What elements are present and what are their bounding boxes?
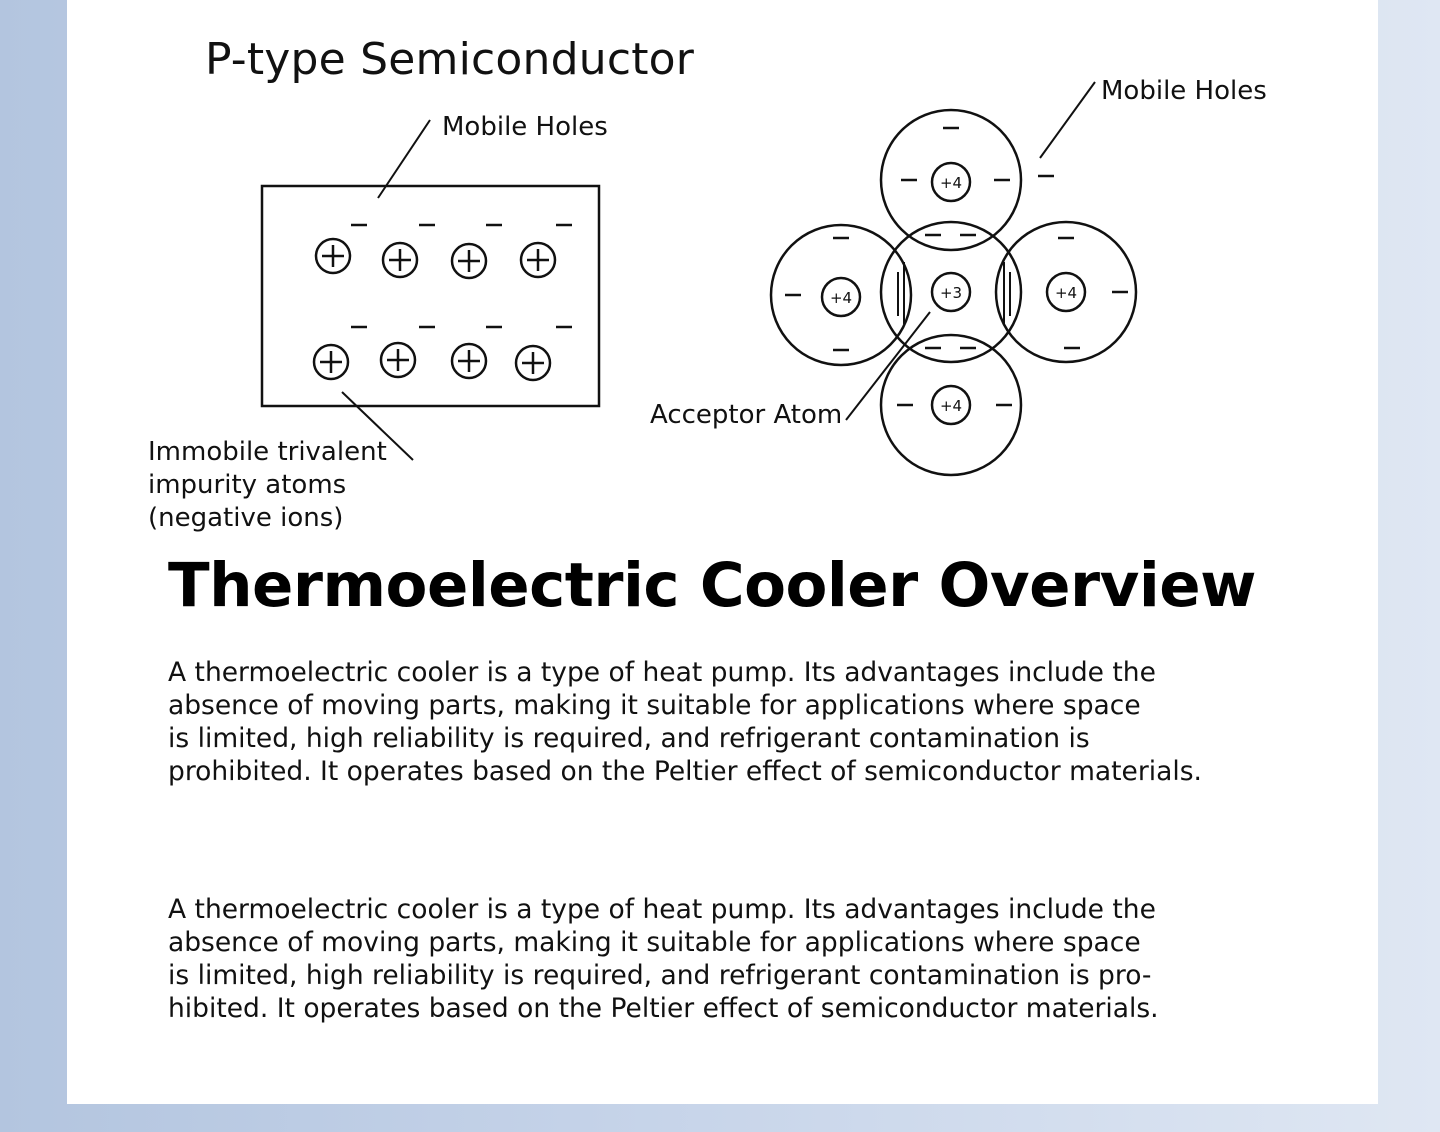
atom-shell-bottom	[879, 333, 1023, 477]
immobile-ion-icon	[312, 343, 350, 381]
p-type-diagram: +4 +4 +3 +4 +4	[260, 81, 1138, 477]
acceptor-atom-label: Acceptor Atom	[650, 400, 843, 430]
immobile-ion-icon	[514, 344, 552, 382]
immobile-ion-icon	[519, 241, 557, 279]
atom-shell-right	[994, 220, 1138, 364]
page-title: Thermoelectric Cooler Overview	[168, 550, 1256, 621]
nucleus-center	[930, 271, 972, 313]
mobile-holes-leader-right	[1039, 81, 1096, 159]
paragraph-2: A thermoelectric cooler is a type of hea…	[168, 894, 1159, 1024]
nucleus-left	[820, 276, 862, 318]
charge-left: +4	[830, 289, 852, 307]
charge-top: +4	[940, 174, 962, 192]
crystal-block	[260, 184, 601, 408]
paragraph-1: A thermoelectric cooler is a type of hea…	[168, 657, 1202, 787]
charge-bottom: +4	[940, 397, 962, 415]
immobile-ion-icon	[450, 342, 488, 380]
atom-shell-center	[879, 220, 1023, 364]
immobile-ion-icon	[450, 242, 488, 280]
immobile-leader	[341, 391, 414, 461]
immobile-ions-label: Immobile trivalent impurity atoms (negat…	[148, 437, 387, 533]
acceptor-leader	[845, 311, 931, 421]
immobile-ion-icon	[379, 341, 417, 379]
mobile-holes-label-right: Mobile Holes	[1101, 76, 1267, 106]
nucleus-top	[930, 161, 972, 203]
immobile-ion-icon	[381, 241, 419, 279]
nucleus-right	[1045, 271, 1087, 313]
atom-shell-top	[879, 108, 1023, 252]
content-panel	[67, 0, 1378, 1104]
diagram-title: P-type Semiconductor	[205, 34, 695, 85]
charge-right: +4	[1055, 284, 1077, 302]
charge-center: +3	[940, 284, 962, 302]
immobile-ion-icon	[314, 237, 352, 275]
mobile-holes-leader-left	[377, 119, 431, 199]
mobile-holes-label-left: Mobile Holes	[442, 112, 608, 142]
atom-shell-left	[769, 223, 913, 367]
nucleus-bottom	[930, 384, 972, 426]
